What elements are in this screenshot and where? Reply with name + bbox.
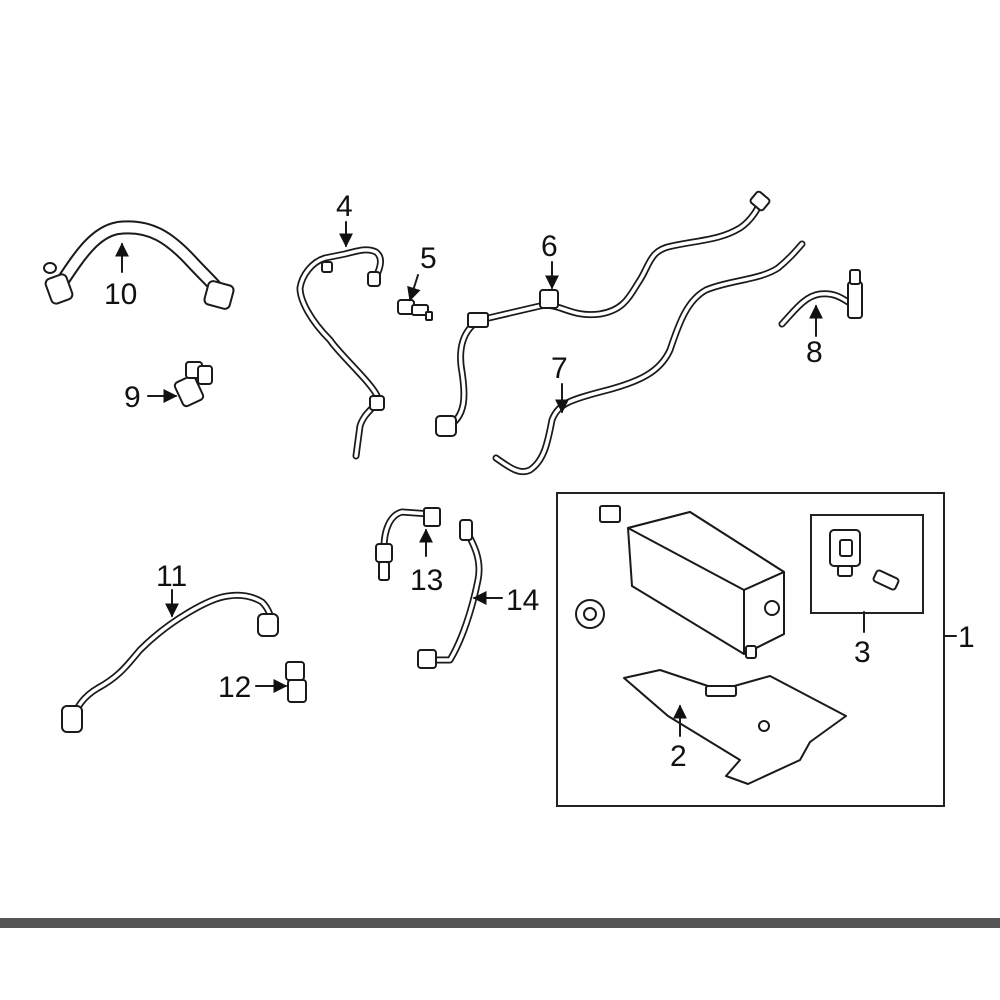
part-9-sensor[interactable] bbox=[173, 361, 213, 408]
part-3-solenoid[interactable] bbox=[829, 529, 900, 591]
part-2-bracket[interactable] bbox=[623, 669, 847, 785]
callout-10: 10 bbox=[104, 278, 137, 311]
part-4-tube[interactable] bbox=[296, 246, 385, 460]
leader-lines bbox=[115, 221, 957, 737]
part-7-tube[interactable] bbox=[492, 240, 806, 476]
callout-1: 1 bbox=[958, 621, 975, 654]
part-3-frame bbox=[810, 514, 924, 614]
callout-8: 8 bbox=[806, 336, 823, 369]
callout-13: 13 bbox=[410, 564, 443, 597]
callout-2: 2 bbox=[670, 740, 687, 773]
callout-7: 7 bbox=[551, 352, 568, 385]
callout-4: 4 bbox=[336, 190, 353, 223]
part-6-line[interactable] bbox=[435, 190, 771, 437]
callout-3: 3 bbox=[854, 636, 871, 669]
callout-14: 14 bbox=[506, 584, 539, 617]
callout-5: 5 bbox=[420, 242, 437, 275]
part-1-frame bbox=[556, 492, 945, 807]
part-14-sensor[interactable] bbox=[417, 519, 483, 669]
part-8-hose[interactable] bbox=[778, 269, 863, 328]
part-5-fitting[interactable] bbox=[397, 299, 433, 321]
callout-12: 12 bbox=[218, 671, 251, 704]
part-12-valve[interactable] bbox=[285, 661, 307, 703]
part-1-canister[interactable] bbox=[575, 505, 785, 659]
bottom-bar bbox=[0, 918, 1000, 928]
part-10-hose[interactable] bbox=[43, 220, 235, 310]
callout-6: 6 bbox=[541, 230, 558, 263]
callout-11: 11 bbox=[156, 560, 187, 593]
part-13-sensor[interactable] bbox=[375, 507, 441, 581]
callout-9: 9 bbox=[124, 381, 141, 414]
part-11-hose[interactable] bbox=[61, 591, 279, 733]
